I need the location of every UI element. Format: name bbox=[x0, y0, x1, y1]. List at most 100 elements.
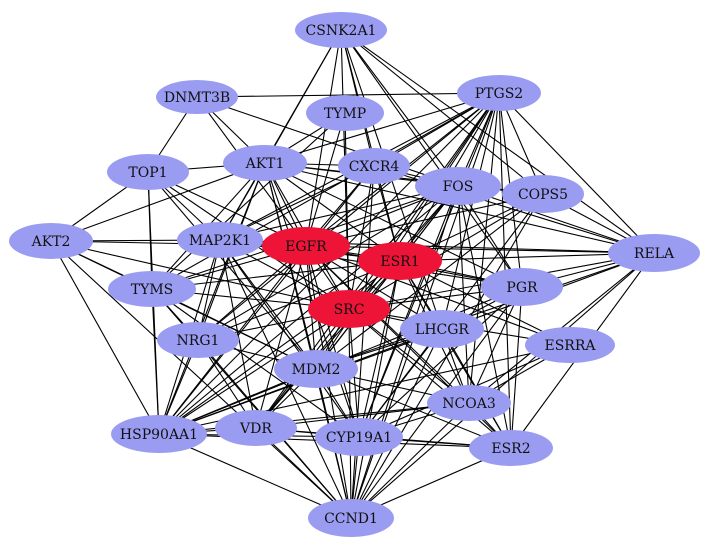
node-label-ncoa3: NCOA3 bbox=[442, 396, 495, 412]
node-tyms: TYMS bbox=[108, 271, 196, 307]
node-ccnd1: CCND1 bbox=[308, 499, 394, 537]
node-label-top1: TOP1 bbox=[128, 165, 167, 181]
node-akt2: AKT2 bbox=[9, 223, 93, 259]
node-label-lhcgr: LHCGR bbox=[415, 322, 469, 338]
node-shape-tymp bbox=[306, 95, 384, 131]
node-vdr: VDR bbox=[215, 410, 297, 446]
node-shape-rela bbox=[608, 234, 700, 272]
node-shape-map2k1 bbox=[177, 222, 263, 258]
node-shape-esrra bbox=[525, 327, 615, 363]
node-dnmt3b: DNMT3B bbox=[156, 80, 238, 114]
edge-rela-mdm2 bbox=[315, 252, 655, 370]
node-cops5: COPS5 bbox=[502, 175, 584, 213]
node-label-src: SRC bbox=[334, 302, 365, 318]
edge-csnk2a1-fos bbox=[340, 29, 459, 187]
edge-akt2-hsp90aa1 bbox=[50, 240, 160, 435]
node-label-map2k1: MAP2K1 bbox=[189, 233, 251, 249]
node-shape-mdm2 bbox=[274, 350, 358, 388]
node-esr2: ESR2 bbox=[469, 430, 553, 466]
node-label-tymp: TYMP bbox=[324, 106, 366, 122]
node-rela: RELA bbox=[608, 234, 700, 272]
edge-rela-ccnd1 bbox=[350, 252, 655, 519]
node-esrra: ESRRA bbox=[525, 327, 615, 363]
node-cyp19a1: CYP19A1 bbox=[315, 418, 403, 456]
node-shape-src bbox=[308, 290, 390, 328]
edge-pgr-ncoa3 bbox=[468, 286, 523, 404]
edge-dnmt3b-ptgs2 bbox=[196, 92, 500, 98]
node-shape-akt1 bbox=[223, 145, 307, 181]
edge-fos-map2k1 bbox=[219, 185, 459, 241]
node-shape-top1 bbox=[107, 154, 189, 190]
node-label-akt2: AKT2 bbox=[31, 234, 71, 250]
node-label-ptgs2: PTGS2 bbox=[475, 86, 523, 102]
node-label-pgr: PGR bbox=[506, 280, 538, 296]
edge-pgr-esr2 bbox=[510, 286, 523, 449]
edge-fos-cyp19a1 bbox=[358, 185, 459, 438]
node-label-ccnd1: CCND1 bbox=[324, 511, 378, 527]
node-label-cxcr4: CXCR4 bbox=[349, 159, 400, 175]
node-shape-egfr bbox=[262, 227, 350, 265]
node-label-dnmt3b: DNMT3B bbox=[164, 90, 230, 106]
edge-ncoa3-ccnd1 bbox=[350, 402, 470, 519]
edge-tyms-cyp19a1 bbox=[151, 288, 360, 438]
node-label-esr2: ESR2 bbox=[491, 441, 530, 457]
node-label-nrg1: NRG1 bbox=[177, 333, 220, 349]
node-mdm2: MDM2 bbox=[274, 350, 358, 388]
edge-cxcr4-ccnd1 bbox=[350, 165, 375, 519]
node-shape-esr2 bbox=[469, 430, 553, 466]
node-src: SRC bbox=[308, 290, 390, 328]
edge-src-hsp90aa1 bbox=[158, 308, 350, 435]
edge-esr1-vdr bbox=[255, 260, 401, 429]
node-shape-akt2 bbox=[9, 223, 93, 259]
node-cxcr4: CXCR4 bbox=[338, 148, 410, 184]
node-shape-csnk2a1 bbox=[295, 12, 387, 48]
node-label-cyp19a1: CYP19A1 bbox=[326, 430, 392, 446]
node-shape-esr1 bbox=[358, 242, 442, 280]
edge-map2k1-cyp19a1 bbox=[219, 239, 360, 438]
edge-tyms-hsp90aa1 bbox=[151, 288, 160, 435]
node-tymp: TYMP bbox=[306, 95, 384, 131]
edge-src-esr2 bbox=[348, 308, 512, 449]
edge-csnk2a1-cops5 bbox=[340, 29, 544, 195]
edge-dnmt3b-fos bbox=[196, 96, 459, 187]
edge-akt1-pgr bbox=[264, 162, 523, 288]
node-label-csnk2a1: CSNK2A1 bbox=[306, 23, 377, 39]
edge-esr1-nrg1 bbox=[197, 260, 401, 341]
node-csnk2a1: CSNK2A1 bbox=[295, 12, 387, 48]
edge-ptgs2-hsp90aa1 bbox=[158, 92, 500, 435]
node-shape-pgr bbox=[481, 268, 563, 306]
edge-ncoa3-hsp90aa1 bbox=[158, 402, 470, 435]
edge-egfr-esrra bbox=[305, 245, 571, 346]
edge-pgr-cyp19a1 bbox=[358, 286, 523, 438]
node-label-hsp90aa1: HSP90AA1 bbox=[120, 427, 198, 443]
edge-map2k1-mdm2 bbox=[219, 239, 317, 370]
edge-csnk2a1-rela bbox=[340, 29, 655, 254]
node-shape-lhcgr bbox=[400, 310, 484, 348]
edge-tymp-tyms bbox=[151, 112, 346, 290]
node-shape-fos bbox=[415, 167, 501, 205]
edge-akt1-akt2 bbox=[50, 162, 266, 242]
node-label-akt1: AKT1 bbox=[245, 156, 285, 172]
node-hsp90aa1: HSP90AA1 bbox=[111, 415, 207, 453]
node-label-tyms: TYMS bbox=[131, 282, 174, 298]
node-shape-ptgs2 bbox=[457, 75, 541, 111]
node-label-vdr: VDR bbox=[239, 421, 272, 437]
edge-esr1-hsp90aa1 bbox=[158, 260, 401, 435]
node-nrg1: NRG1 bbox=[157, 322, 239, 358]
node-esr1: ESR1 bbox=[358, 242, 442, 280]
node-shape-cops5 bbox=[502, 175, 584, 213]
edge-fos-nrg1 bbox=[197, 185, 459, 341]
node-top1: TOP1 bbox=[107, 154, 189, 190]
edge-cops5-mdm2 bbox=[315, 193, 544, 370]
node-egfr: EGFR bbox=[262, 227, 350, 265]
edge-ptgs2-rela bbox=[498, 92, 655, 254]
node-lhcgr: LHCGR bbox=[400, 310, 484, 348]
node-label-mdm2: MDM2 bbox=[292, 362, 341, 378]
edge-csnk2a1-egfr bbox=[305, 29, 342, 247]
node-label-esrra: ESRRA bbox=[544, 338, 596, 354]
edge-cops5-egfr bbox=[305, 193, 544, 247]
edge-egfr-vdr bbox=[255, 245, 307, 429]
edge-cops5-src bbox=[348, 193, 544, 310]
